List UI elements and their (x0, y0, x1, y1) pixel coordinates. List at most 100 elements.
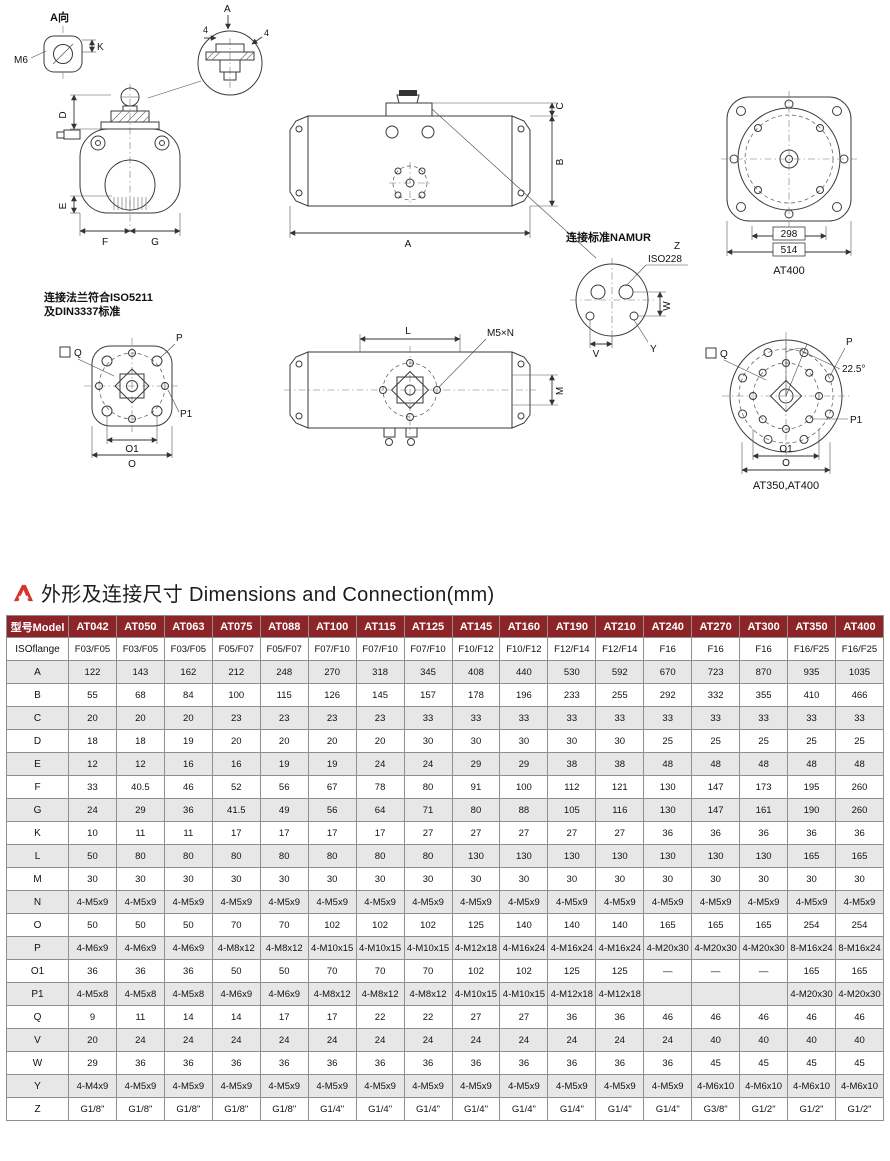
at350-at400-caption: AT350,AT400 (753, 480, 819, 492)
dimension-cell: 29 (499, 752, 549, 776)
dimension-cell: 4-M5x9 (451, 890, 501, 914)
dimension-cell: 4-M5x9 (691, 890, 741, 914)
dimension-cell: 260 (835, 775, 884, 799)
dimension-cell: 935 (787, 660, 836, 684)
dimension-cell: 115 (259, 683, 309, 707)
dimension-cell: 30 (499, 729, 549, 753)
dimension-cell: 40 (787, 1028, 836, 1052)
dimension-cell: 48 (691, 752, 741, 776)
col-header-at125: AT125 (403, 615, 453, 638)
dim-z-label: Z (674, 241, 680, 252)
dimension-cell: 50 (68, 844, 117, 868)
dimension-cell: 14 (211, 1005, 261, 1029)
iso5211-note-line2: 及DIN3337标准 (44, 304, 120, 318)
dimension-cell: 233 (547, 683, 597, 707)
dimension-cell: 248 (259, 660, 309, 684)
dimension-cell: 143 (115, 660, 165, 684)
dimension-cell: 20 (355, 729, 405, 753)
dimension-cell: 4-M5x9 (835, 890, 884, 914)
dimension-cell: 4-M6x9 (259, 982, 309, 1006)
dimension-cell: 17 (211, 821, 261, 845)
dimension-cell: 19 (163, 729, 213, 753)
dim-d-label: D (58, 111, 69, 118)
dimension-cell: G1/2" (739, 1097, 789, 1121)
dim-c-label: C (555, 102, 566, 109)
row-label: N (6, 890, 69, 914)
dimension-cell: 270 (307, 660, 357, 684)
dimension-cell: 17 (259, 1005, 309, 1029)
dimension-cell: 4-M5x9 (355, 1074, 405, 1098)
dimension-cell: 140 (499, 913, 549, 937)
dimension-cell: 80 (163, 844, 213, 868)
dimension-cell: 4-M10x15 (307, 936, 357, 960)
row-label: P1 (6, 982, 69, 1006)
dimension-cell: 165 (787, 959, 836, 983)
dimension-cell: 140 (595, 913, 645, 937)
dimension-cell: 30 (211, 867, 261, 891)
dimension-cell: 16 (211, 752, 261, 776)
dimension-cell: 11 (115, 1005, 165, 1029)
dimension-cell: 4-M5x9 (499, 1074, 549, 1098)
col-header-at350: AT350 (787, 615, 836, 638)
dimension-cell: 27 (595, 821, 645, 845)
dimension-cell: 102 (307, 913, 357, 937)
dimension-cell: 4-M6x10 (787, 1074, 836, 1098)
dimension-cell: 440 (499, 660, 549, 684)
dimension-cell: 4-M4x9 (68, 1074, 117, 1098)
dimension-cell: 80 (259, 844, 309, 868)
col-header-at300: AT300 (739, 615, 789, 638)
dim-p1b-label: P1 (850, 415, 863, 426)
dimension-cell: 24 (595, 1028, 645, 1052)
dimension-cell: 36 (595, 1051, 645, 1075)
dimension-cell: 30 (787, 867, 836, 891)
dimension-cell: F05/F07 (259, 637, 309, 661)
dimension-cell: 36 (691, 821, 741, 845)
dimension-cell: 64 (355, 798, 405, 822)
dimension-cell: 70 (307, 959, 357, 983)
dimension-cell: 70 (259, 913, 309, 937)
dimension-cell (691, 982, 741, 1006)
dimension-cell: 23 (211, 706, 261, 730)
dimension-cell: 332 (691, 683, 741, 707)
dimension-cell: 46 (739, 1005, 789, 1029)
dimension-cell: 410 (787, 683, 836, 707)
dimension-cell: 190 (787, 798, 836, 822)
dimension-cell: 122 (68, 660, 117, 684)
dimension-cell: 50 (211, 959, 261, 983)
dimension-cell: 36 (355, 1051, 405, 1075)
dimension-cell: 27 (547, 821, 597, 845)
dimension-cell: 68 (115, 683, 165, 707)
dimension-cell: 48 (835, 752, 884, 776)
dimension-cell: G1/4" (643, 1097, 693, 1121)
dimension-cell: 36 (787, 821, 836, 845)
dimension-cell: 8-M16x24 (835, 936, 884, 960)
dimension-cell: 48 (643, 752, 693, 776)
dimension-cell: 196 (499, 683, 549, 707)
dimension-cell: 212 (211, 660, 261, 684)
dimension-cell: G1/8" (68, 1097, 117, 1121)
dimension-cell: 30 (547, 867, 597, 891)
col-header-at270: AT270 (691, 615, 741, 638)
dimension-cell: 10 (68, 821, 117, 845)
dimension-cell: 165 (691, 913, 741, 937)
dimension-cell: 254 (835, 913, 884, 937)
col-header-at100: AT100 (307, 615, 357, 638)
dimension-cell: 30 (595, 867, 645, 891)
dimension-cell: 50 (163, 913, 213, 937)
dimension-cell: 592 (595, 660, 645, 684)
dimension-cell: 4-M20x30 (739, 936, 789, 960)
dimension-cell: 30 (355, 867, 405, 891)
dimension-cell: 318 (355, 660, 405, 684)
dimension-cell: 30 (403, 729, 453, 753)
col-header-at190: AT190 (547, 615, 597, 638)
section-title: 外形及连接尺寸 Dimensions and Connection(mm) (0, 572, 890, 615)
dimension-cell: 40 (691, 1028, 741, 1052)
dimension-cell (739, 982, 789, 1006)
dimension-cell: 40 (835, 1028, 884, 1052)
dimension-cell: 4-M6x9 (211, 982, 261, 1006)
